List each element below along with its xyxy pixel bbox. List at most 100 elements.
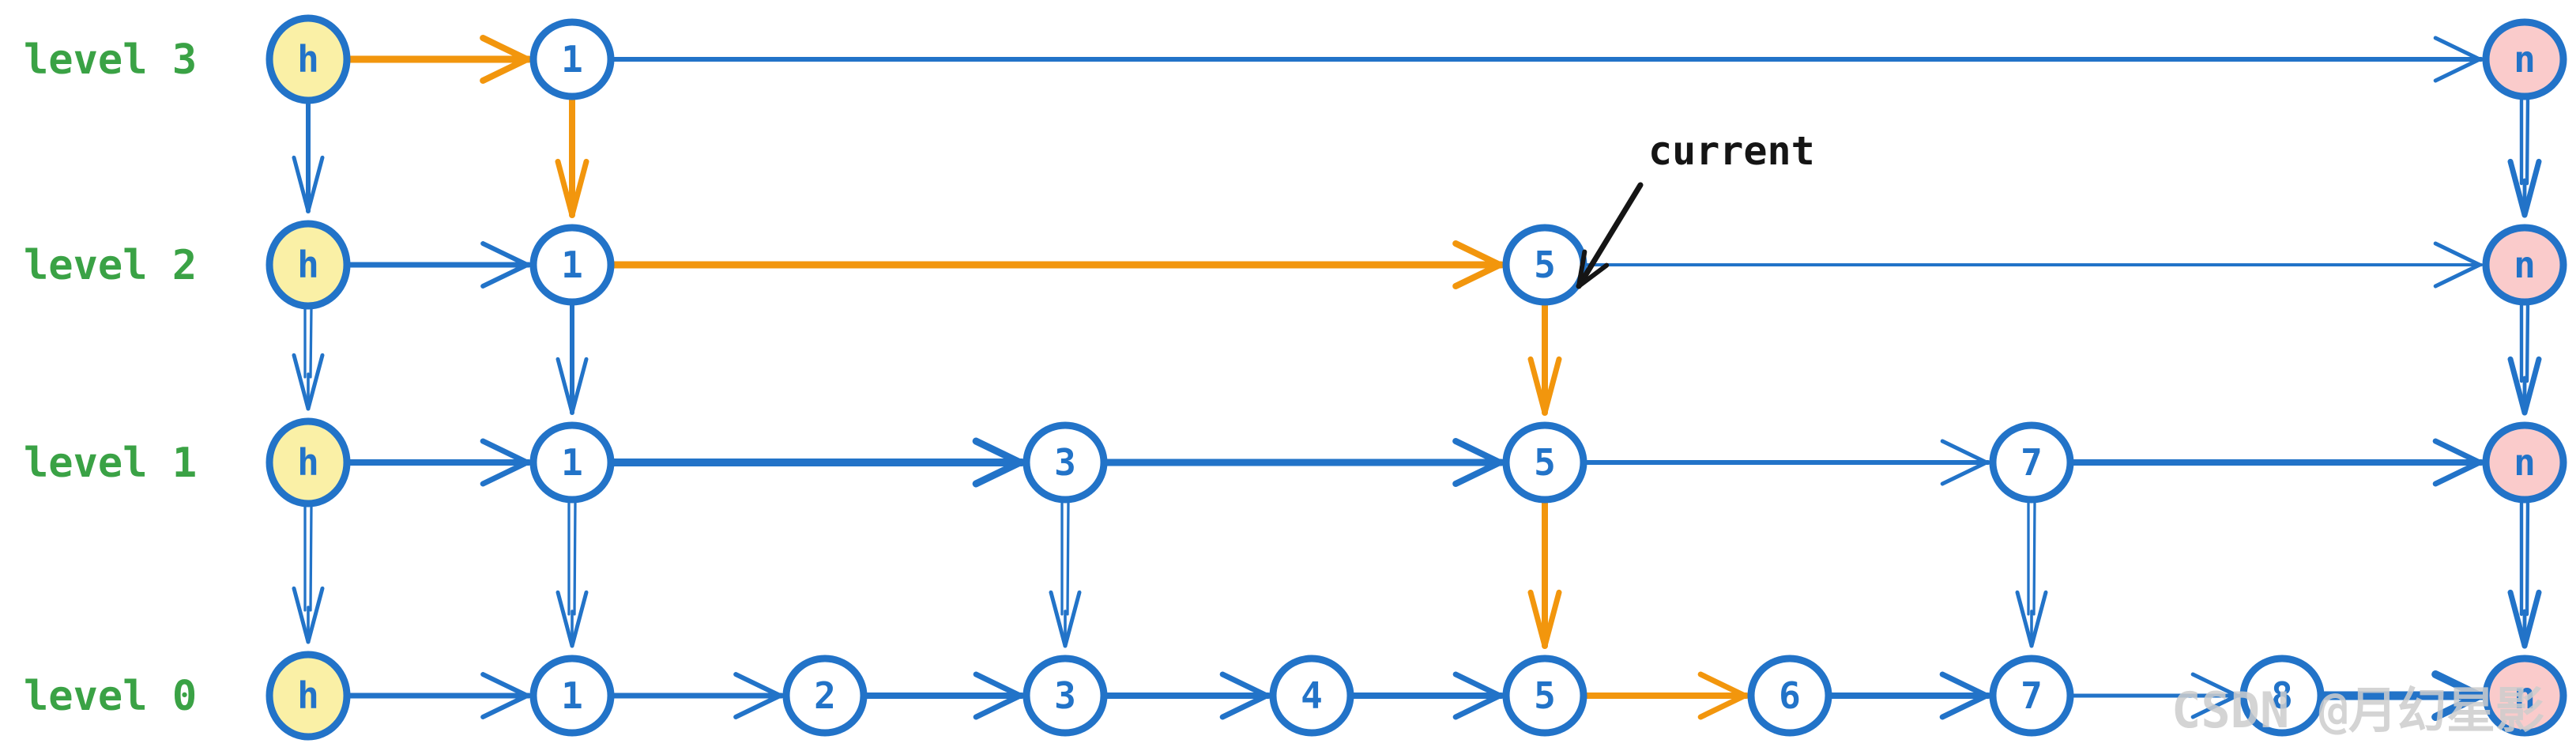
arrowhead — [2433, 36, 2482, 62]
arrowhead — [2521, 356, 2542, 416]
edge-L3-n-L2-n — [2507, 96, 2542, 218]
edge-L1-3-L0-3 — [1049, 500, 1082, 648]
node-circle — [266, 14, 351, 104]
arrowhead — [973, 693, 1023, 720]
node-L1-n: n — [2482, 421, 2567, 504]
node-L0-n: n — [2482, 655, 2567, 737]
arrowhead — [2432, 438, 2483, 466]
edge-L1-h-L1-1 — [346, 438, 532, 487]
arrowhead — [480, 438, 530, 466]
node-label: 4 — [1301, 674, 1323, 717]
arrowhead — [1452, 240, 1503, 268]
node-circle — [1502, 421, 1587, 504]
arrowhead — [1452, 693, 1503, 720]
node-L3-n: n — [2482, 18, 2567, 100]
node-label: 1 — [561, 441, 583, 484]
node-label: n — [2514, 38, 2536, 81]
node-L3-h: h — [266, 14, 351, 104]
edge-L0-8-L0-n — [2318, 670, 2486, 721]
edge-L1-5-L0-5 — [1527, 498, 1562, 649]
node-label: 7 — [2021, 674, 2043, 717]
node-L3-1: 1 — [529, 18, 615, 100]
arrowhead — [2432, 459, 2483, 487]
arrowhead — [480, 459, 530, 487]
edge-L2-1-L1-1 — [555, 301, 589, 415]
arrowhead — [972, 459, 1024, 488]
node-label: 6 — [1779, 674, 1801, 717]
arrowhead — [1939, 693, 1990, 720]
edge-line — [2525, 499, 2530, 617]
arrowhead — [555, 357, 574, 415]
node-circle — [1022, 655, 1108, 737]
edge-L0-7-L0-8 — [2070, 672, 2241, 719]
node-L0-8: 8 — [2239, 655, 2325, 737]
node-label: h — [297, 243, 319, 286]
arrowhead — [1219, 671, 1270, 699]
arrowhead — [2507, 589, 2528, 649]
arrowhead — [1939, 671, 1990, 699]
edge-L0-6-L0-7 — [1828, 671, 1991, 720]
node-L0-4: 4 — [1269, 655, 1354, 737]
arrowhead — [569, 158, 589, 218]
arrowhead — [2190, 672, 2239, 698]
arrowhead — [480, 56, 530, 84]
arrowhead — [2015, 590, 2034, 648]
node-label: n — [2514, 243, 2536, 286]
node-L1-7: 7 — [1989, 421, 2074, 504]
arrowhead — [480, 693, 529, 719]
edge-L0-4-L0-5 — [1350, 671, 1505, 720]
arrowhead — [292, 353, 311, 411]
edge-L2-h-L2-1 — [346, 241, 532, 289]
arrowhead — [972, 437, 1024, 466]
node-circle — [782, 655, 868, 737]
arrowhead — [1940, 460, 1989, 486]
node-circle — [2482, 224, 2567, 306]
level-label: level 1 — [24, 440, 197, 487]
arrowhead — [306, 586, 325, 644]
node-L0-5: 5 — [1502, 655, 1587, 737]
edge-line — [2525, 96, 2530, 186]
node-circle — [1502, 655, 1587, 737]
node-L2-5: 5 — [1502, 224, 1587, 306]
node-label: 3 — [1054, 674, 1076, 717]
level-label: level 3 — [24, 36, 197, 84]
edge-L1-1-L1-3 — [609, 437, 1026, 488]
node-label: h — [297, 38, 319, 81]
edge-line — [2032, 500, 2036, 616]
edge-L1-7-L0-7 — [2015, 500, 2048, 648]
edge-L2-h-L1-h — [292, 306, 325, 411]
arrowhead — [1940, 439, 1989, 465]
arrowhead — [292, 586, 311, 644]
arrowhead — [1697, 693, 1748, 720]
edge-L1-h-L0-h — [292, 504, 325, 644]
node-circle — [529, 655, 615, 737]
node-circle — [1747, 655, 1832, 737]
arrowhead — [480, 35, 530, 62]
current-arrow — [1576, 182, 1644, 289]
node-circle — [1989, 421, 2074, 504]
node-L1-h: h — [266, 417, 351, 508]
arrowhead — [1697, 671, 1748, 699]
arrowhead — [306, 353, 325, 411]
edge-L1-7-L1-n — [2069, 438, 2484, 487]
node-L1-3: 3 — [1022, 421, 1108, 504]
arrowhead — [570, 590, 589, 648]
node-circle — [2239, 655, 2325, 737]
arrowhead — [1452, 671, 1503, 699]
arrowhead — [2433, 241, 2482, 267]
node-circle — [529, 224, 615, 306]
edge-L3-1-L2-1 — [555, 95, 589, 218]
node-circle — [266, 417, 351, 508]
node-L0-1: 1 — [529, 655, 615, 737]
node-L0-3: 3 — [1022, 655, 1108, 737]
arrowhead — [2433, 57, 2482, 83]
node-label: 5 — [1534, 243, 1556, 286]
watermark: CSDN @月幻星影 — [2171, 681, 2544, 739]
edge-L3-h-L2-h — [292, 100, 325, 213]
node-label: 1 — [561, 38, 583, 81]
edge-L3-h-L3-1 — [345, 35, 533, 84]
arrowhead — [2521, 158, 2542, 218]
arrowhead — [1527, 589, 1548, 649]
arrowhead — [480, 241, 529, 267]
edge-L0-1-L0-2 — [610, 672, 785, 719]
